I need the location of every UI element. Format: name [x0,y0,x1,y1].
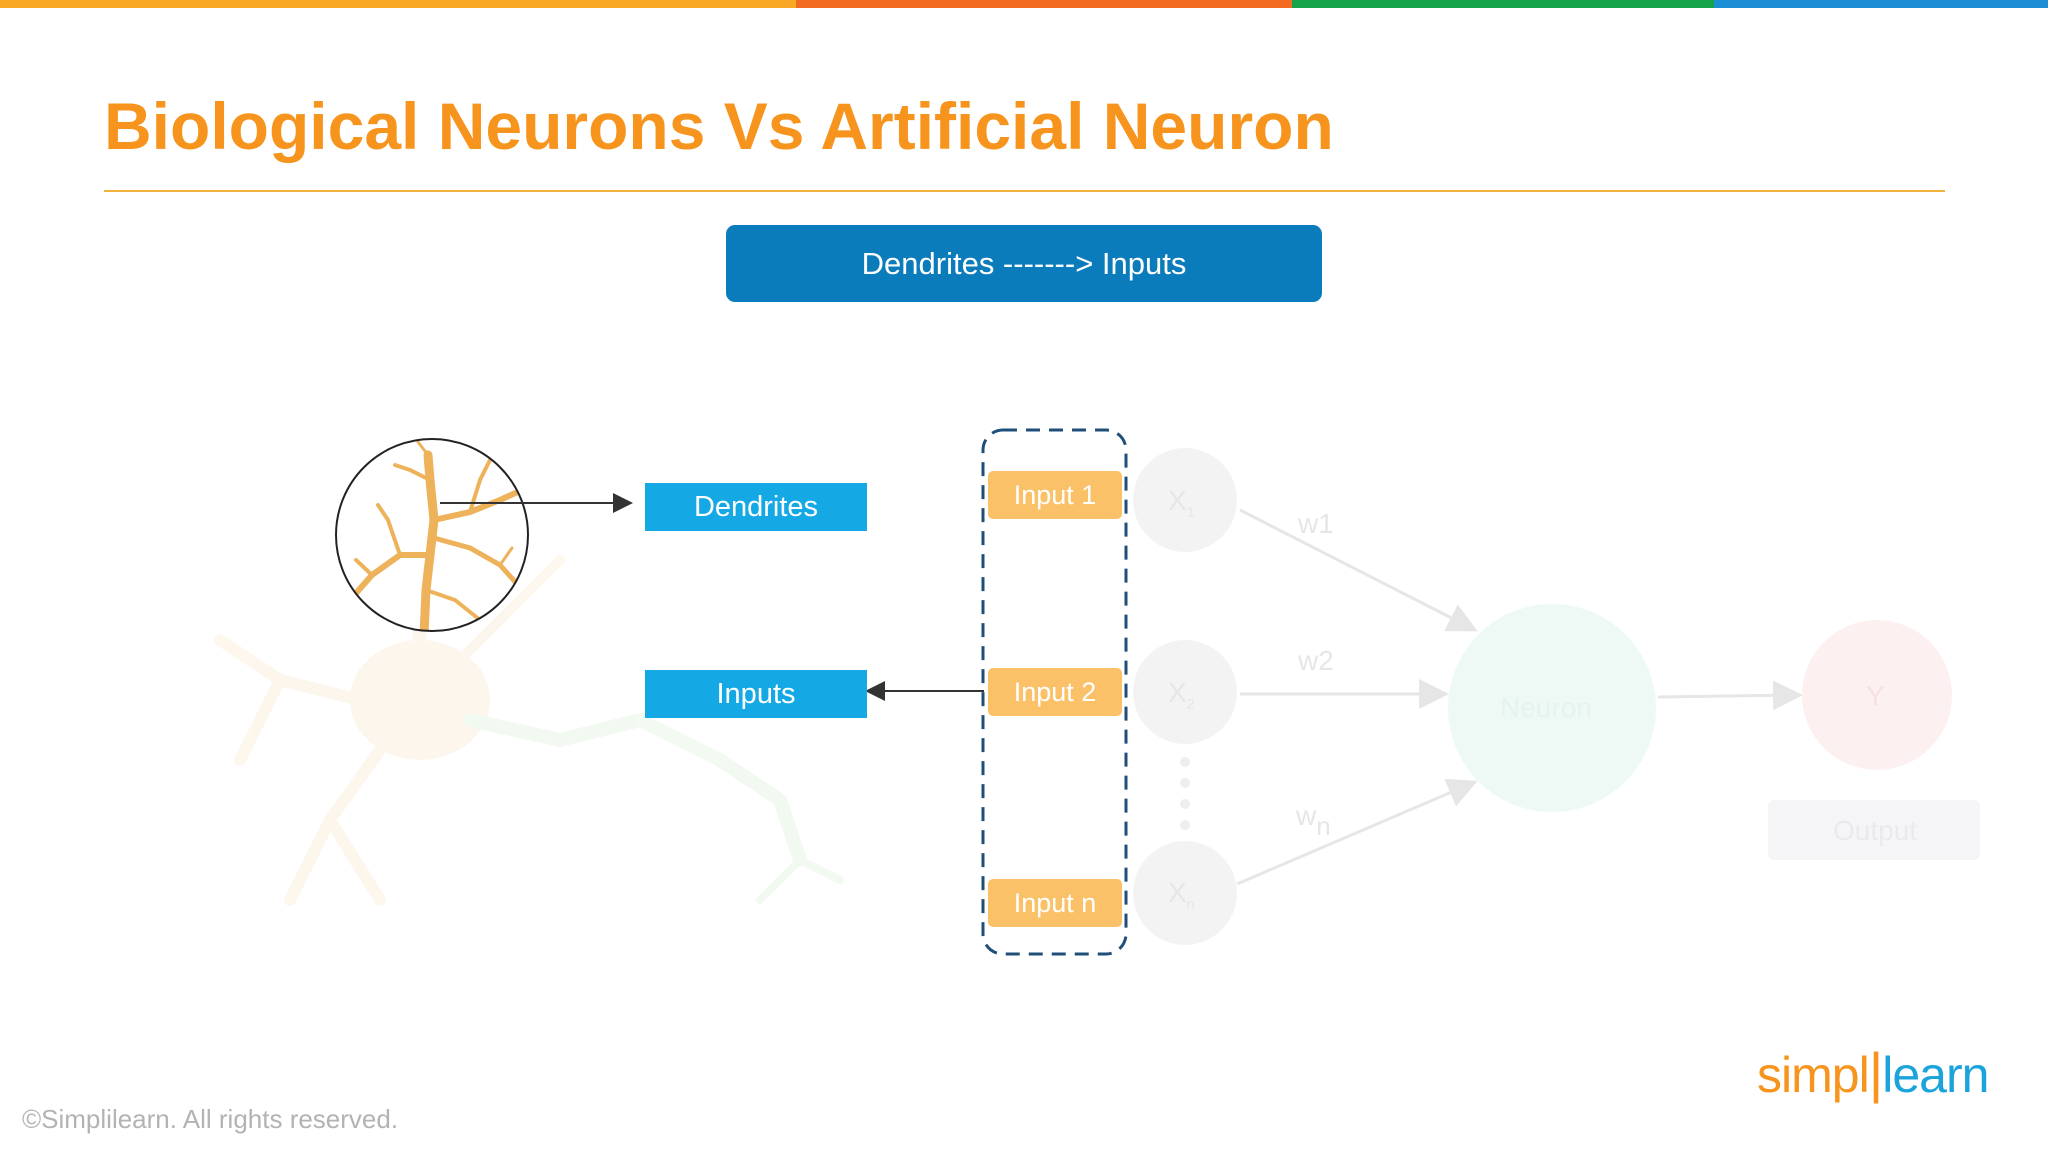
node-xn-text: X [1168,877,1187,908]
faded-network [1133,448,1980,945]
node-xn [1133,841,1237,945]
node-x2 [1133,640,1237,744]
topbar-segment-green [1292,0,1714,8]
simplilearn-logo: simpl|learn [1757,1040,1989,1105]
node-x1 [1133,448,1237,552]
weight-wn: wn [1296,800,1331,841]
output-label: Output [1833,815,1918,846]
output-label-box [1768,800,1980,860]
node-x2-sub: 2 [1186,695,1195,712]
inputs-dashed-group [981,428,1128,956]
output-node [1802,620,1952,770]
weight-w1: w1 [1298,508,1334,539]
edge-neuron-output [1657,680,1803,711]
weight-w2: w2 [1298,645,1334,676]
topbar-segment-blue [1714,0,2048,8]
edge-x1-neuron [1239,508,1478,632]
ellipsis-dot [1180,799,1190,809]
title-divider [104,190,1945,192]
neuron-label: Neuron [1500,692,1592,723]
node-xn-sub: n [1186,895,1195,912]
node-x1-sub: 1 [1186,503,1195,520]
ellipsis-dot [1180,820,1190,830]
logo-divider: | [1868,1041,1884,1104]
ellipsis-dot [1180,757,1190,767]
neuron-node [1448,604,1656,812]
node-x2-text: X [1168,677,1187,708]
top-color-bar [0,0,2048,8]
topbar-segment-orange [796,0,1292,8]
inputs-label: Inputs [645,670,867,718]
dendrite-zoom-circle [335,438,529,632]
edge-xn-neuron [1236,778,1478,886]
output-node-label: Y [1866,680,1885,711]
copyright-notice: ©Simplilearn. All rights reserved. [22,1104,399,1134]
dendrites-inputs-banner: Dendrites -------> Inputs [726,225,1322,302]
input-box-1: Input 1 [988,471,1122,519]
node-xn-label: Xn [1168,877,1194,912]
node-x1-label: X1 [1168,485,1194,520]
weight-wn-text: w [1296,800,1317,831]
node-x1-text: X [1168,485,1187,516]
ellipsis-dot [1180,778,1190,788]
topbar-segment-yellow [0,0,796,8]
logo-part-2: learn [1882,1047,1989,1103]
node-x2-label: X2 [1168,677,1194,712]
input-box-n: Input n [988,879,1122,927]
weight-wn-sub: n [1316,811,1331,841]
input-box-2: Input 2 [988,668,1122,716]
slide-title: Biological Neurons Vs Artificial Neuron [104,89,1334,163]
dendrites-label: Dendrites [645,483,867,531]
logo-part-1: simpl [1757,1047,1870,1103]
